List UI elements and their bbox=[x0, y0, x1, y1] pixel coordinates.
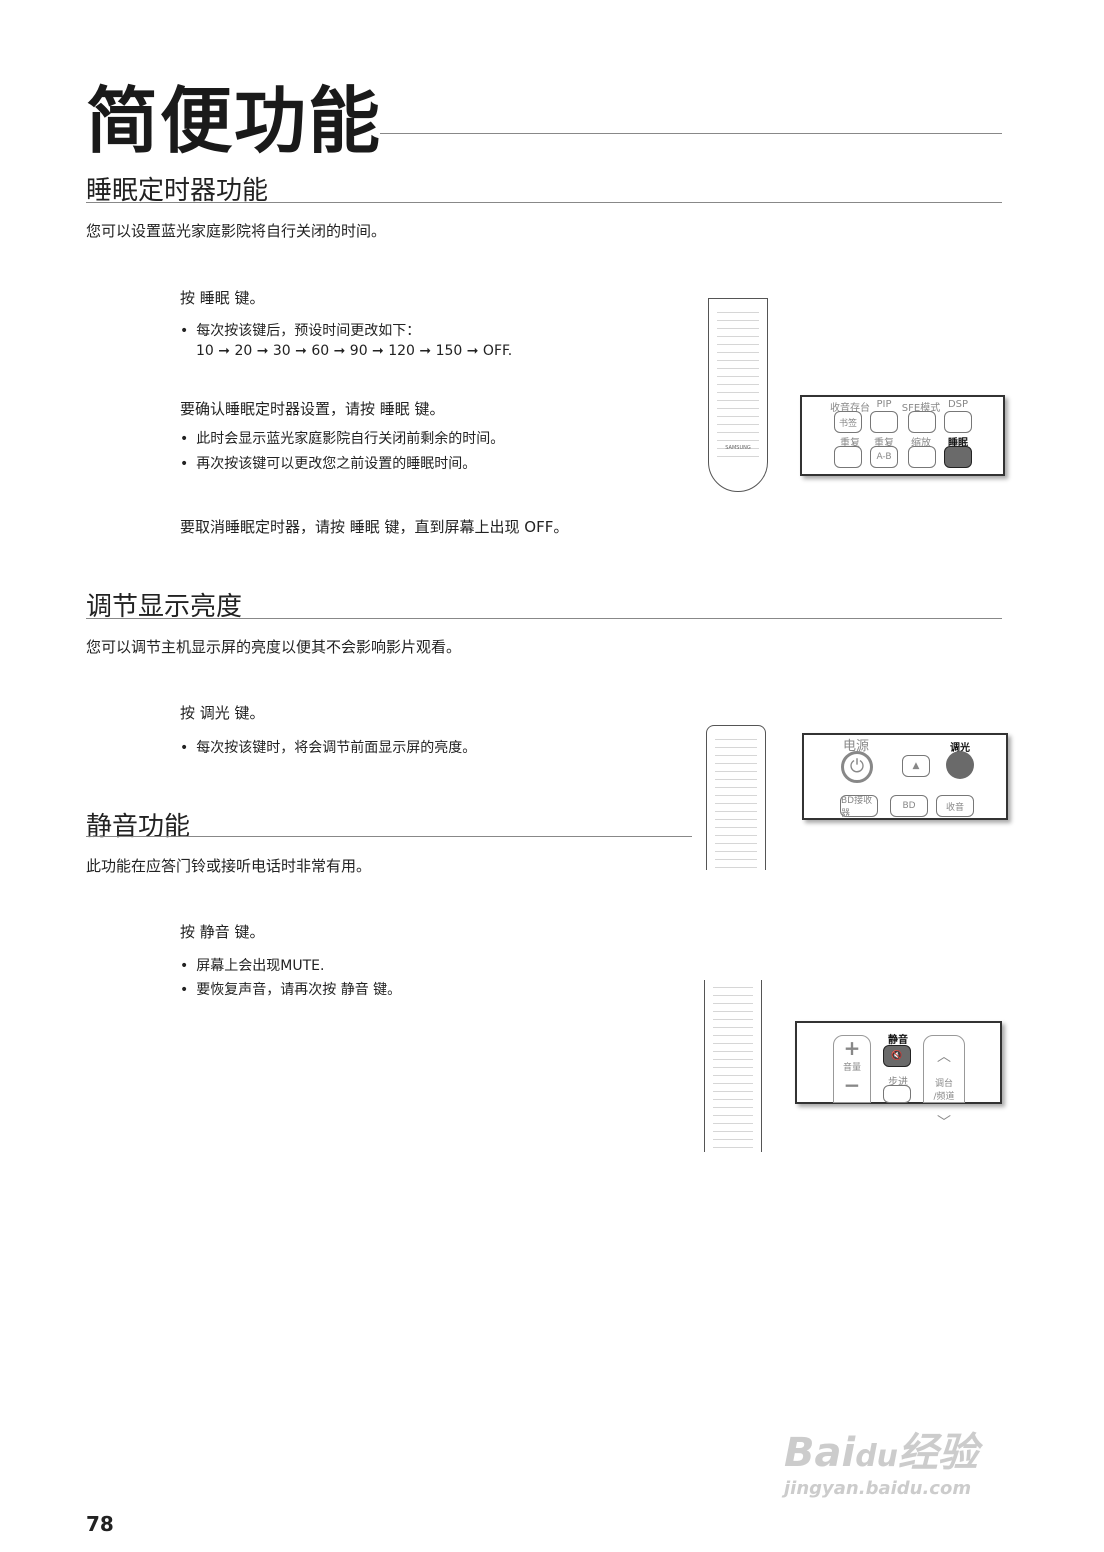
section-heading-mute: 静音功能 bbox=[86, 812, 191, 842]
remote-illustration bbox=[704, 980, 762, 1152]
remote-brand: SAMSUNG bbox=[725, 445, 751, 451]
divider bbox=[86, 836, 692, 837]
section-heading-brightness: 调节显示亮度 bbox=[86, 592, 243, 622]
bd-receiver-button: BD接收器 bbox=[840, 795, 878, 819]
label: 重复 bbox=[840, 438, 860, 449]
plus-icon: + bbox=[843, 1036, 861, 1060]
mute-icon: 🔇 bbox=[883, 1045, 911, 1067]
step-button bbox=[883, 1085, 911, 1103]
sfe-button bbox=[908, 411, 936, 433]
label: 收音存台 bbox=[830, 403, 870, 414]
step: 按 调光 键。 bbox=[180, 704, 265, 722]
sleep-button-callout: 收音存台 PIP SFE模式 DSP 书签 重复 重复 缩放 睡眠 A-B bbox=[800, 395, 1005, 476]
label: PIP bbox=[876, 399, 892, 410]
label: 调台 /频道 bbox=[933, 1079, 955, 1102]
divider bbox=[86, 202, 1002, 203]
bullet: 屏幕上会出现MUTE. bbox=[180, 955, 324, 975]
repeat-button bbox=[834, 446, 862, 468]
step: 按 静音 键。 bbox=[180, 923, 265, 941]
dimmer-button bbox=[946, 751, 974, 779]
intro: 您可以调节主机显示屏的亮度以便其不会影响影片观看。 bbox=[86, 638, 462, 656]
label: 静音 bbox=[888, 1035, 908, 1046]
step: 要取消睡眠定时器，请按 睡眠 键，直到屏幕上出现 OFF。 bbox=[180, 518, 569, 536]
section-heading-sleep: 睡眠定时器功能 bbox=[86, 176, 269, 206]
label: 睡眠 bbox=[948, 438, 968, 449]
intro: 此功能在应答门铃或接听电话时非常有用。 bbox=[86, 857, 372, 875]
repeat-ab-button: A-B bbox=[870, 446, 898, 468]
zoom-button bbox=[908, 446, 936, 468]
intro: 您可以设置蓝光家庭影院将自行关闭的时间。 bbox=[86, 222, 387, 240]
label: 步进 bbox=[888, 1077, 908, 1088]
remote-illustration: SAMSUNG bbox=[708, 298, 768, 492]
dimmer-button-callout: 电源 ⏻ ▲ 调光 BD接收器 BD 收音 bbox=[802, 733, 1008, 820]
sleep-button bbox=[944, 446, 972, 468]
label: 重复 bbox=[874, 438, 894, 449]
volume-rocker: + 音量 − bbox=[833, 1035, 871, 1103]
bullet: 每次按该键时，将会调节前面显示屏的亮度。 bbox=[180, 737, 476, 757]
step: 按 睡眠 键。 bbox=[180, 289, 265, 307]
power-icon: ⏻ bbox=[841, 751, 873, 783]
sleep-sequence: 10 ➞ 20 ➞ 30 ➞ 60 ➞ 90 ➞ 120 ➞ 150 ➞ OFF… bbox=[196, 343, 513, 359]
bullet: 每次按该键后，预设时间更改如下： bbox=[180, 320, 420, 340]
eject-button: ▲ bbox=[902, 755, 930, 777]
bookmark-button: 书签 bbox=[834, 411, 862, 433]
label: 音量 bbox=[842, 1063, 861, 1073]
label: 缩放 bbox=[911, 438, 931, 449]
divider bbox=[86, 618, 1002, 619]
label: 调光 bbox=[950, 743, 970, 754]
pip-button bbox=[870, 411, 898, 433]
page-number: 78 bbox=[86, 1512, 114, 1536]
page-title: 简便功能 bbox=[86, 79, 383, 163]
label: SFE模式 bbox=[901, 403, 941, 414]
bullet: 要恢复声音，请再次按 静音 键。 bbox=[180, 979, 401, 999]
chevron-down-icon: ﹀ bbox=[937, 1115, 951, 1131]
bullet: 再次按该键可以更改您之前设置的睡眠时间。 bbox=[180, 453, 476, 473]
minus-icon: − bbox=[843, 1073, 861, 1097]
tuner-button: 收音 bbox=[936, 795, 974, 817]
chevron-up-icon: ︿ bbox=[937, 1049, 951, 1065]
remote-illustration bbox=[706, 725, 766, 870]
label: DSP bbox=[947, 399, 969, 410]
label: 电源 bbox=[842, 739, 869, 754]
bd-button: BD bbox=[890, 795, 928, 817]
step: 要确认睡眠定时器设置，请按 睡眠 键。 bbox=[180, 400, 445, 418]
bullet: 此时会显示蓝光家庭影院自行关闭前剩余的时间。 bbox=[180, 428, 504, 448]
mute-button-callout: + 音量 − 静音 🔇 步进 ︿ 调台 /频道 ﹀ bbox=[795, 1021, 1002, 1131]
divider bbox=[380, 133, 1002, 134]
dsp-button bbox=[944, 411, 972, 433]
channel-rocker: ︿ 调台 /频道 ﹀ bbox=[923, 1035, 965, 1131]
